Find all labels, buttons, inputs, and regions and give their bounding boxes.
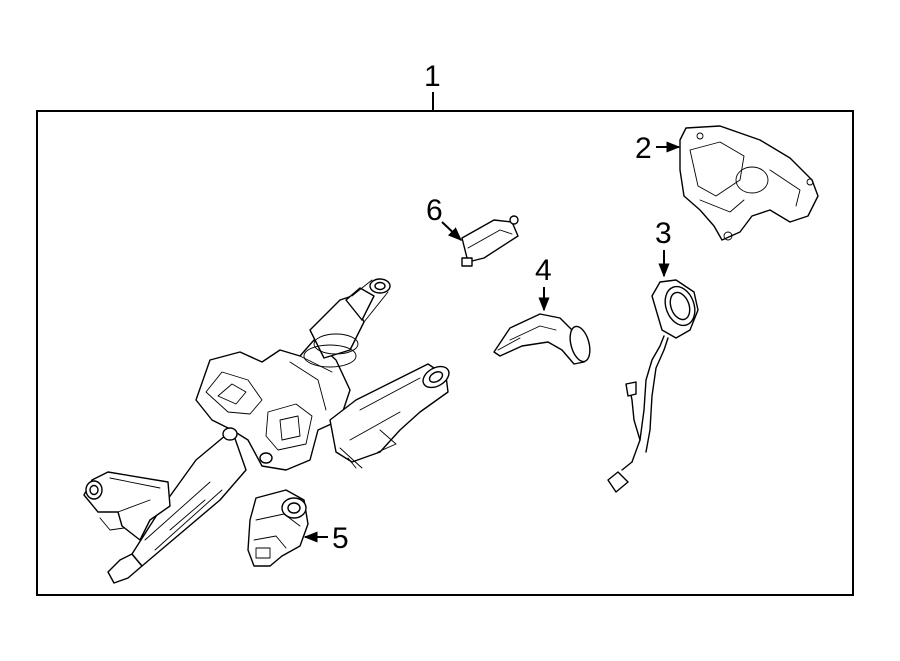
lock-cylinder-drawing <box>247 489 309 567</box>
callout-1: 1 <box>424 60 441 111</box>
callout-5: 5 <box>303 522 349 555</box>
callout-2-label: 2 <box>635 132 652 165</box>
callout-3: 3 <box>655 217 672 278</box>
steering-column-drawing <box>83 278 450 584</box>
callout-2: 2 <box>635 132 681 165</box>
callout-3-label: 3 <box>655 217 672 250</box>
callout-6: 6 <box>426 194 463 241</box>
callout-5-label: 5 <box>332 522 349 555</box>
housing-bracket-drawing <box>679 125 819 241</box>
callout-1-label: 1 <box>424 60 441 93</box>
assembly-frame <box>36 110 854 596</box>
clockspring-harness-drawing <box>607 279 699 493</box>
callout-6-label: 6 <box>426 194 443 227</box>
switch-sensor-drawing <box>493 313 591 365</box>
callout-4: 4 <box>535 254 552 312</box>
actuator-drawing <box>461 215 519 267</box>
callout-4-label: 4 <box>535 254 552 287</box>
callout-6-arrow <box>441 221 463 241</box>
